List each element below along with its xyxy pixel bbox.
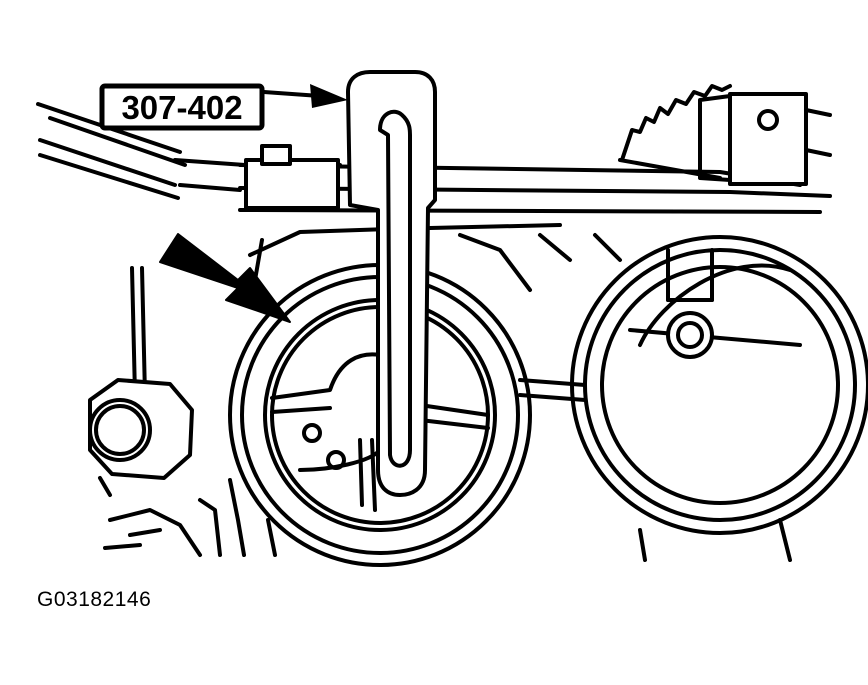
pulley-pointer-arrow-icon xyxy=(159,233,291,323)
figure-id-caption: G03182146 xyxy=(37,588,152,611)
tool-number-label: 307-402 xyxy=(99,83,265,131)
engine-block-outline xyxy=(248,226,792,562)
locking-tool-307-402[interactable] xyxy=(346,70,437,497)
upper-right-gear xyxy=(618,84,832,186)
right-camshaft-pulley xyxy=(570,235,868,535)
left-bolt xyxy=(88,266,194,497)
belt-lines xyxy=(518,378,587,402)
tool-number-text: 307-402 xyxy=(121,89,242,126)
engine-block-lower-left xyxy=(103,478,277,557)
label-pointer-arrow xyxy=(262,84,348,108)
